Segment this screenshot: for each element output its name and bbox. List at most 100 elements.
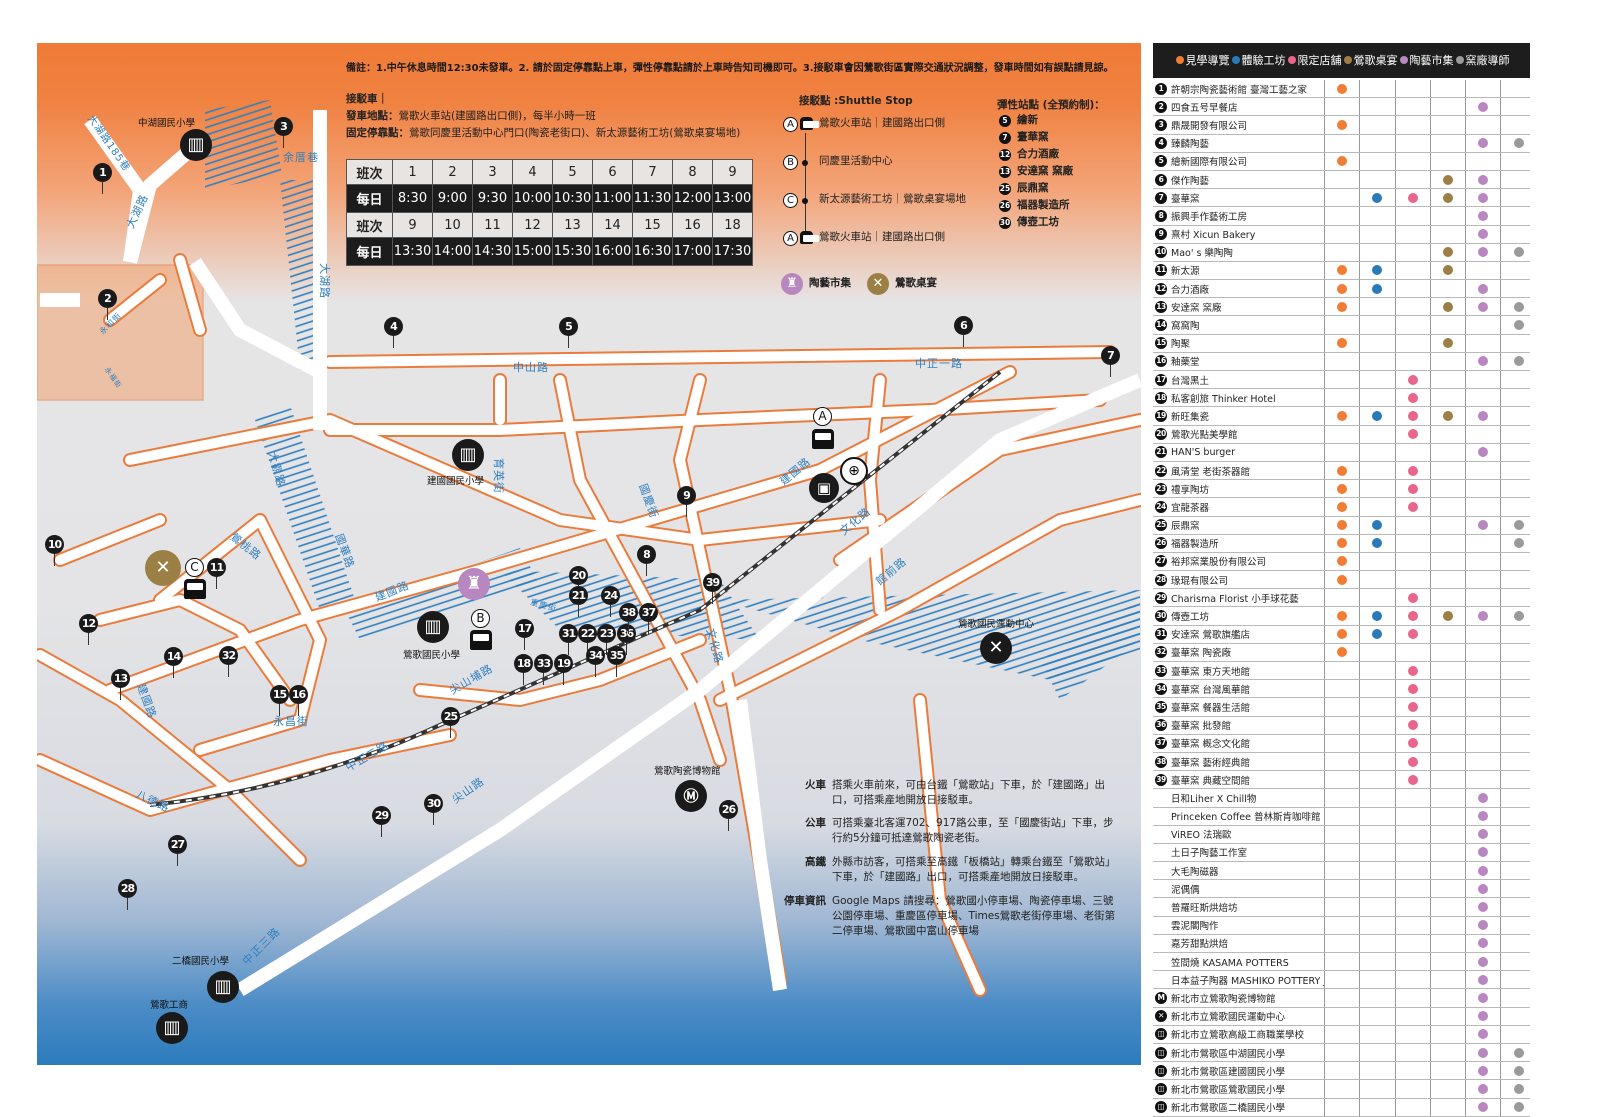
poi-marker-14[interactable]: 14 — [164, 647, 183, 678]
poi-marker-24[interactable]: 24 — [601, 586, 620, 617]
table-row[interactable]: 笠間燒 KASAMA POTTERS — [1153, 953, 1530, 972]
poi-marker-38[interactable]: 38 — [619, 603, 638, 634]
sports-center-icon[interactable]: ✕ — [980, 632, 1012, 664]
table-row[interactable]: 普羅旺斯烘焙坊 — [1153, 898, 1530, 917]
poi-marker-15[interactable]: 15 — [270, 685, 289, 716]
poi-marker-17[interactable]: 17 — [515, 619, 534, 650]
table-row[interactable]: ✕新北市立鶯歌國民運動中心 — [1153, 1007, 1530, 1026]
poi-marker-39[interactable]: 39 — [703, 573, 722, 604]
school-icon-erqiao[interactable]: ▥ — [207, 971, 239, 1003]
poi-marker-4[interactable]: 4 — [384, 317, 403, 348]
poi-marker-22[interactable]: 22 — [578, 624, 597, 655]
table-row[interactable]: 雲泥閣陶作 — [1153, 916, 1530, 935]
table-row[interactable]: 嘉芳甜點烘焙 — [1153, 934, 1530, 953]
bus-stop-b-icon[interactable] — [470, 630, 492, 650]
table-row[interactable]: 日和Liher X Chill物 — [1153, 789, 1530, 808]
poi-marker-31[interactable]: 31 — [559, 624, 578, 655]
table-row[interactable]: 日本益子陶器 MASHIKO POTTERY JAPAN — [1153, 971, 1530, 990]
poi-marker-33[interactable]: 33 — [534, 654, 553, 685]
table-row[interactable]: ViREO 法瑞歐 — [1153, 825, 1530, 844]
table-row[interactable]: 泥偶偶 — [1153, 880, 1530, 899]
poi-marker-10[interactable]: 10 — [45, 535, 64, 566]
poi-marker-9[interactable]: 9 — [677, 486, 696, 517]
school-icon-vocational[interactable]: ▥ — [156, 1012, 188, 1044]
train-station-icon[interactable]: ▣ — [809, 473, 839, 503]
poi-marker-25[interactable]: 25 — [441, 707, 460, 738]
school-icon-yingge[interactable]: ▥ — [417, 611, 449, 643]
table-row[interactable]: ◫新北市鶯歌區鶯歌國民小學 — [1153, 1080, 1530, 1099]
poi-marker-37[interactable]: 37 — [639, 603, 658, 634]
table-row[interactable]: ◫新北市立鶯歌高級工商職業學校 — [1153, 1025, 1530, 1044]
poi-marker-7[interactable]: 7 — [1101, 346, 1120, 377]
poi-marker-12[interactable]: 12 — [79, 614, 98, 645]
poi-marker-20[interactable]: 20 — [569, 566, 588, 597]
museum-icon[interactable]: Ⓜ — [675, 780, 707, 812]
poi-marker-18[interactable]: 18 — [514, 654, 533, 685]
table-row[interactable]: ◫新北市鶯歌區中湖國民小學 — [1153, 1043, 1530, 1063]
poi-marker-29[interactable]: 29 — [372, 806, 391, 837]
banquet-icon[interactable]: ✕ — [145, 550, 181, 586]
bus-stop-a-icon[interactable] — [812, 429, 834, 449]
poi-marker-23[interactable]: 23 — [597, 624, 616, 655]
poi-marker-2[interactable]: 2 — [98, 289, 117, 320]
poi-marker-36[interactable]: 36 — [617, 624, 636, 655]
poi-marker-13[interactable]: 13 — [111, 669, 130, 700]
poi-marker-11[interactable]: 11 — [207, 558, 226, 589]
school-icon-zhonghu[interactable]: ▥ — [180, 129, 212, 161]
poi-marker-34[interactable]: 34 — [586, 646, 605, 677]
poi-marker-8[interactable]: 8 — [637, 545, 656, 576]
poi-marker-21[interactable]: 21 — [569, 586, 588, 617]
poi-marker-3[interactable]: 3 — [274, 117, 293, 148]
table-row[interactable]: 大毛陶磁器 — [1153, 862, 1530, 881]
poi-marker-28[interactable]: 28 — [118, 879, 137, 910]
poi-marker-27[interactable]: 27 — [168, 835, 187, 866]
table-row[interactable]: Princeken Coffee 普林斯肯咖啡館 — [1153, 807, 1530, 826]
poi-marker-19[interactable]: 19 — [554, 654, 573, 685]
market-icon[interactable]: ♜ — [458, 568, 490, 600]
poi-marker-32[interactable]: 32 — [219, 646, 238, 677]
poi-marker-26[interactable]: 26 — [719, 800, 738, 831]
poi-marker-1[interactable]: 1 — [93, 163, 112, 194]
poi-marker-6[interactable]: 6 — [954, 316, 973, 347]
poi-marker-16[interactable]: 16 — [289, 685, 308, 716]
poi-marker-30[interactable]: 30 — [424, 794, 443, 825]
table-row[interactable]: 土日子陶藝工作室 — [1153, 843, 1530, 863]
